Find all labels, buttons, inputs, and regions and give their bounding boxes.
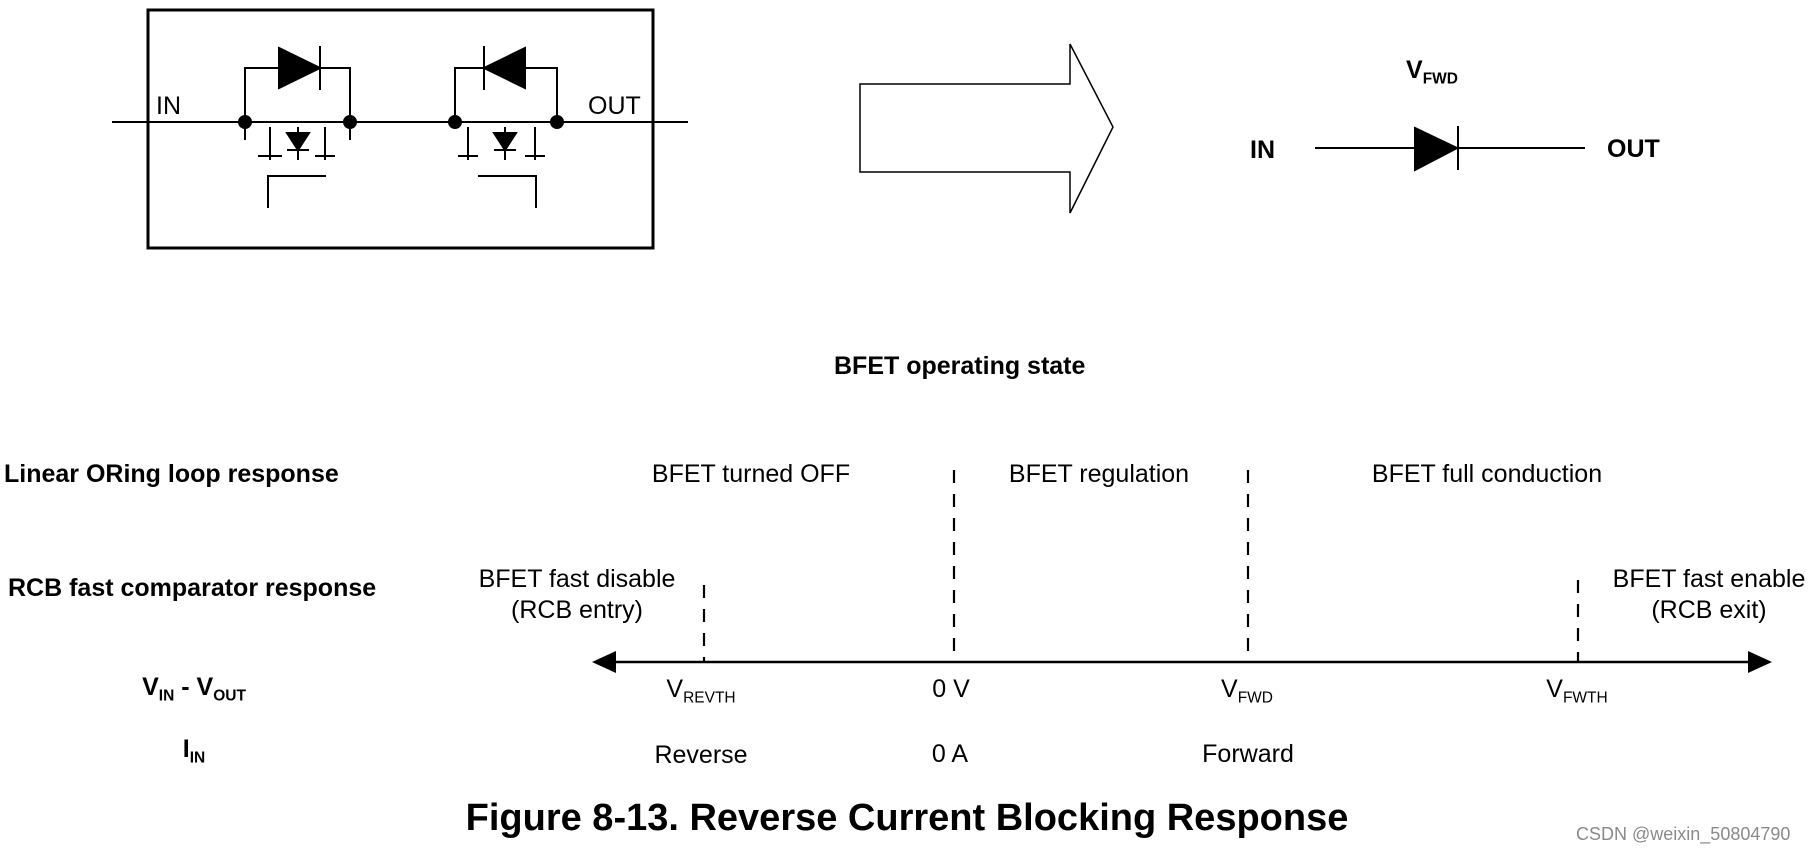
state-regulation: BFET regulation — [1008, 460, 1190, 488]
rcb-disable-line1: BFET fast disable — [478, 565, 676, 593]
equivalent-diode — [1315, 126, 1585, 172]
tick-vfwth: VFWTH — [1546, 675, 1608, 707]
tick-zero-v: 0 V — [932, 675, 970, 703]
state-turned-off: BFET turned OFF — [651, 460, 851, 488]
figure-caption: Figure 8-13. Reverse Current Blocking Re… — [465, 797, 1349, 839]
equivalent-vfwd-label: VFWD — [1406, 56, 1458, 88]
tick-vfwd: VFWD — [1221, 675, 1273, 707]
rcb-disable-line2: (RCB entry) — [511, 596, 643, 624]
row-label-linear: Linear ORing loop response — [4, 460, 339, 488]
state-full-conduction: BFET full conduction — [1371, 460, 1603, 488]
tick-vrevth: VREVTH — [666, 675, 736, 707]
row-label-iin: IIN — [182, 735, 206, 767]
schematic-diodes — [238, 46, 564, 152]
tick-forward: Forward — [1202, 740, 1294, 768]
response-axis — [592, 651, 1772, 673]
watermark: CSDN @weixin_50804790 — [1576, 824, 1791, 844]
rcb-fast-disable: BFET fast disable (RCB entry) — [479, 564, 676, 626]
equivalent-in-label: IN — [1250, 136, 1275, 164]
row-label-rcb: RCB fast comparator response — [8, 574, 377, 602]
row-label-vin-vout: VIN - VOUT — [142, 673, 246, 705]
state-title: BFET operating state — [834, 352, 1086, 380]
rcb-enable-line1: BFET fast enable — [1612, 565, 1806, 593]
tick-reverse: Reverse — [654, 741, 748, 769]
schematic-out-label: OUT — [588, 92, 641, 120]
threshold-dividers — [702, 470, 1580, 662]
equivalent-out-label: OUT — [1607, 135, 1660, 163]
transform-arrow — [859, 43, 1114, 214]
schematic-in-label: IN — [156, 92, 181, 120]
mosfet-schematic — [112, 8, 688, 250]
rcb-fast-enable: BFET fast enable (RCB exit) — [1613, 564, 1806, 626]
tick-zero-a: 0 A — [931, 740, 969, 768]
rcb-enable-line2: (RCB exit) — [1651, 596, 1767, 624]
